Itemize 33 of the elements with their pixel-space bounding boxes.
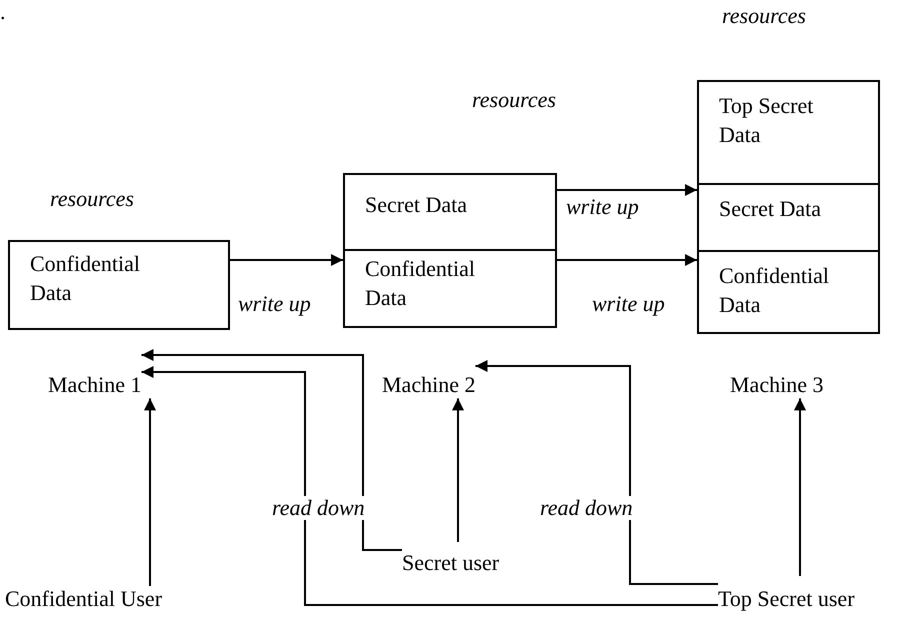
- arrow: [141, 366, 718, 606]
- node-label: Confidential User: [5, 586, 162, 612]
- arrow: [475, 360, 718, 585]
- annotation: resources: [722, 4, 806, 28]
- annotation: resources: [472, 88, 556, 112]
- arrow: [141, 349, 402, 551]
- annotation: resources: [50, 187, 134, 212]
- node-label: Machine 1: [48, 352, 142, 398]
- node-label: Machine 3: [730, 352, 824, 398]
- node-text: Secret Data: [365, 191, 468, 219]
- data-box: [697, 250, 880, 334]
- edge-label: read down: [540, 496, 633, 520]
- arrow: [452, 398, 464, 542]
- node-text: Top Secret Data: [719, 92, 814, 149]
- data-box: [343, 249, 557, 328]
- arrow: [794, 398, 806, 576]
- data-box: [343, 173, 557, 251]
- node-text: Confidential Data: [719, 262, 830, 319]
- data-box: [697, 80, 880, 185]
- arrow: [144, 398, 156, 586]
- arrow: [230, 254, 343, 266]
- edge-label: read down: [272, 496, 365, 520]
- arrow: [557, 184, 697, 196]
- node-label: Secret user: [402, 542, 500, 576]
- data-box: [697, 183, 880, 252]
- data-box: [8, 240, 230, 330]
- annotation: .: [0, 0, 6, 24]
- arrow: [557, 254, 697, 266]
- node-label: Top Secret user: [718, 576, 855, 612]
- node-text: Secret Data: [719, 195, 822, 223]
- node-label: Machine 2: [382, 352, 476, 398]
- node-text: Confidential Data: [30, 250, 141, 307]
- node-text: Confidential Data: [365, 255, 476, 312]
